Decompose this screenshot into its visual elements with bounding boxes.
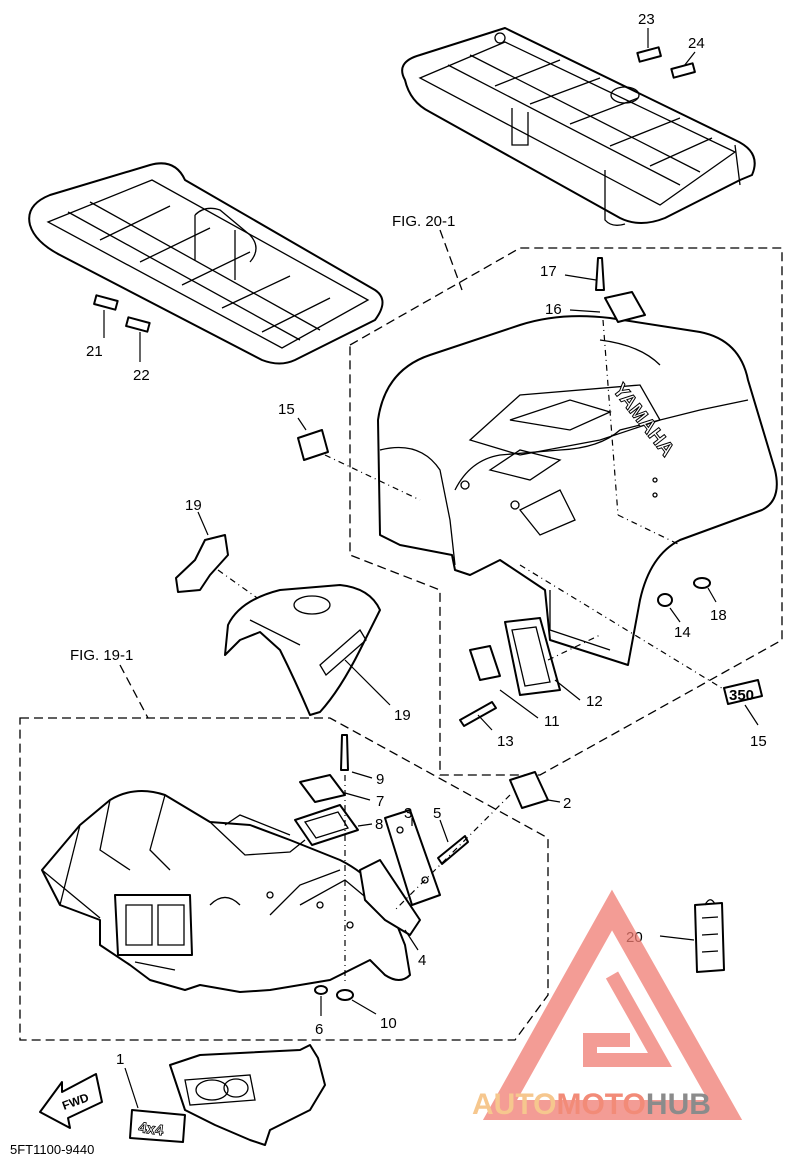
callout-4: 4 [418, 952, 426, 969]
rear-fender [377, 315, 778, 666]
decal-23 [636, 46, 662, 63]
plate-11 [469, 645, 501, 681]
rear-carrier [401, 27, 756, 226]
bracket-4 [359, 859, 421, 936]
callout-16: 16 [545, 301, 562, 318]
decal-2 [509, 771, 549, 809]
warning-label-20 [694, 902, 725, 973]
watermark-triangle [482, 889, 743, 1120]
fig-20-pointer [439, 229, 463, 291]
front-carrier [28, 162, 384, 365]
decal-24 [670, 62, 696, 79]
side-cover-19 [224, 584, 381, 716]
callout-19-bottom: 19 [394, 707, 411, 724]
callout-13: 13 [497, 733, 514, 750]
fig-20-label: FIG. 20-1 [392, 213, 455, 230]
callout-22: 22 [133, 367, 150, 384]
badge-350: 350 [723, 679, 763, 705]
callout-23: 23 [638, 11, 655, 28]
callout-6: 6 [315, 1021, 323, 1038]
callout-24: 24 [688, 35, 705, 52]
fig-19-label: FIG. 19-1 [70, 647, 133, 664]
bolt-17 [595, 257, 605, 291]
grommet-18 [693, 577, 711, 589]
callout-19-top: 19 [185, 497, 202, 514]
drawing-code: 5FT1100-9440 [10, 1142, 94, 1157]
fig-19-boundary [19, 717, 549, 1041]
front-fender [41, 790, 411, 993]
svg-text:4x4: 4x4 [137, 1119, 165, 1139]
plate-16 [604, 291, 646, 323]
decal-21 [93, 294, 119, 311]
callout-12: 12 [586, 693, 603, 710]
callout-8: 8 [375, 816, 383, 833]
emblem-4x4: 4x4 [129, 1109, 186, 1143]
callout-15-right: 15 [750, 733, 767, 750]
callout-3: 3 [404, 805, 412, 822]
bolt-5 [437, 835, 469, 865]
callout-14: 14 [674, 624, 691, 641]
bolt-9 [340, 734, 349, 771]
plate-7 [299, 774, 346, 803]
callout-15-left: 15 [278, 401, 295, 418]
decal-15-left [297, 429, 329, 461]
grommet-14 [657, 593, 673, 607]
fig-19-pointer [119, 664, 149, 719]
callout-17: 17 [540, 263, 557, 280]
decal-22 [125, 316, 151, 333]
callout-1: 1 [116, 1051, 124, 1068]
fig-20-boundary [349, 247, 783, 776]
svg-text:350: 350 [729, 687, 754, 704]
watermark-text: AUTOMOTOHUB [472, 1088, 711, 1121]
callout-2: 2 [563, 795, 571, 812]
callout-11: 11 [544, 713, 560, 730]
grommet-6 [314, 985, 328, 995]
washer-10 [336, 989, 354, 1001]
callout-7: 7 [376, 793, 384, 810]
callout-18: 18 [710, 607, 727, 624]
callout-9: 9 [376, 771, 384, 788]
bolt-13 [459, 701, 497, 727]
automotohub-watermark [482, 889, 743, 1120]
reflector-12 [504, 617, 561, 696]
decal-19-small [175, 534, 229, 593]
callout-10: 10 [380, 1015, 397, 1032]
fwd-arrow-decal: FWD [39, 1073, 103, 1129]
panel-3 [384, 809, 441, 906]
callout-5: 5 [433, 805, 441, 822]
callout-21: 21 [86, 343, 103, 360]
headlight-cover-part [169, 1044, 326, 1146]
reflector-8 [294, 804, 359, 846]
